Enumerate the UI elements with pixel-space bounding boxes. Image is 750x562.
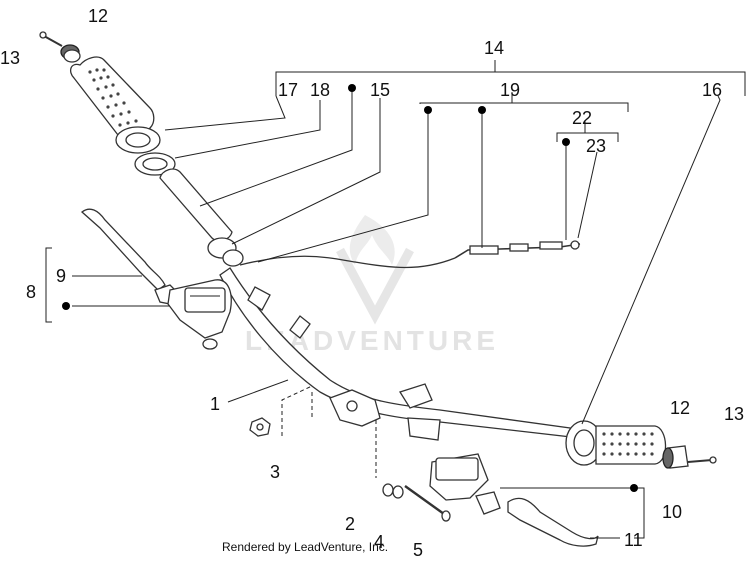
- left-brake-assembly: [80, 208, 232, 350]
- leadventure-watermark: LEADVENTURE: [245, 215, 495, 356]
- callout-labels: 12 13 14 17 18 15 19 22 23 16 9 8 1 3 2 …: [0, 6, 744, 560]
- leader-dots: [62, 84, 638, 492]
- callout-label: 22: [572, 108, 592, 128]
- callout-label: 8: [26, 282, 36, 302]
- callout-label: 12: [670, 398, 690, 418]
- callout-label: 16: [702, 80, 722, 100]
- callout-label: 18: [310, 80, 330, 100]
- callout-label: 14: [484, 38, 504, 58]
- left-grip-assembly: [39, 31, 244, 267]
- callout-label: 9: [56, 266, 66, 286]
- callout-label: 17: [278, 80, 298, 100]
- callout-label: 5: [413, 540, 423, 560]
- callout-label: 19: [500, 80, 520, 100]
- callout-label: 1: [210, 394, 220, 414]
- callout-label: 12: [88, 6, 108, 26]
- throttle-cable: [239, 240, 581, 269]
- render-credit: Rendered by LeadVenture, Inc.: [222, 540, 389, 554]
- callout-label: 13: [0, 48, 20, 68]
- callout-label: 3: [270, 462, 280, 482]
- callout-label: 2: [345, 514, 355, 534]
- handlebar-tube: [219, 267, 587, 442]
- leader-lines: [45, 60, 746, 539]
- callout-label: 15: [370, 80, 390, 100]
- callout-label: 23: [586, 136, 606, 156]
- callout-label: 10: [662, 502, 682, 522]
- right-brake-assembly: [375, 420, 599, 547]
- callout-label: 4: [374, 532, 384, 552]
- right-grip-assembly: [565, 420, 717, 469]
- callout-label: 13: [724, 404, 744, 424]
- nut-part: [249, 385, 313, 437]
- callout-label: 11: [624, 530, 643, 550]
